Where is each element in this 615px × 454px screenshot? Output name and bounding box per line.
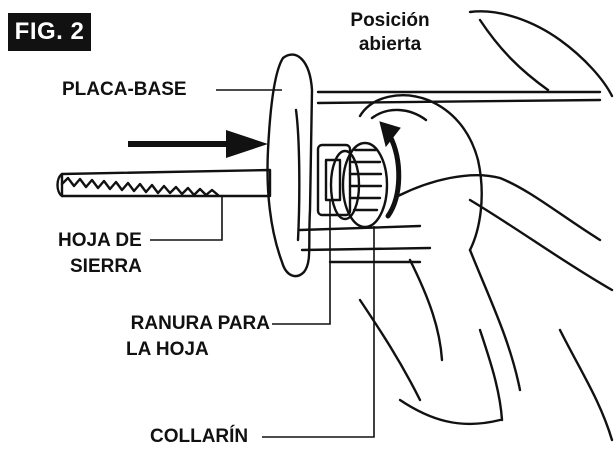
label-collar: COLLARÍN	[150, 426, 249, 447]
saw-blade-tip	[56, 172, 64, 198]
collar-front	[329, 149, 361, 221]
label-blade-line1: HOJA DE	[58, 230, 142, 251]
saw-blade-outline	[60, 168, 272, 198]
saw-blade-teeth	[60, 176, 220, 197]
label-base-plate: PLACA-BASE	[62, 79, 187, 100]
label-slot-line2: LA HOJA	[126, 339, 209, 360]
label-blade-line2: SIERRA	[70, 256, 142, 277]
label-position-line1: Posición	[350, 10, 430, 31]
label-slot-line1: RANURA PARA	[130, 313, 270, 334]
base-plate-shape	[266, 53, 314, 278]
hand-thumb	[358, 94, 483, 252]
hand-thumb-nail	[370, 108, 428, 122]
leader-collar	[262, 226, 375, 438]
hand-finger-4	[358, 298, 422, 402]
leader-blade	[150, 196, 223, 241]
plunger-bar-lower	[300, 246, 432, 252]
plunger-bar	[298, 224, 422, 232]
saw-body-right-housing	[468, 10, 614, 98]
hand-finger-1	[408, 258, 444, 362]
saw-body-lower-right	[468, 198, 614, 292]
saw-body-right-grip	[478, 18, 550, 92]
rotation-arrowhead	[379, 121, 401, 148]
hand-wrist	[558, 328, 614, 442]
hand-lower-edge	[398, 398, 502, 426]
blade-clamp-block	[316, 143, 352, 217]
hand-finger-3	[478, 328, 504, 422]
push-arrow	[128, 130, 268, 158]
leader-slot	[272, 200, 331, 325]
base-plate-inner	[294, 108, 301, 242]
saw-body-top-edge	[316, 98, 602, 105]
rotation-arrow-arc	[385, 133, 402, 219]
hand-palm	[396, 174, 602, 242]
hand-finger-2	[468, 248, 522, 392]
collar-ring	[341, 141, 389, 229]
label-position-line2: abierta	[358, 34, 422, 55]
figure-number-badge: FIG. 2	[8, 13, 91, 51]
